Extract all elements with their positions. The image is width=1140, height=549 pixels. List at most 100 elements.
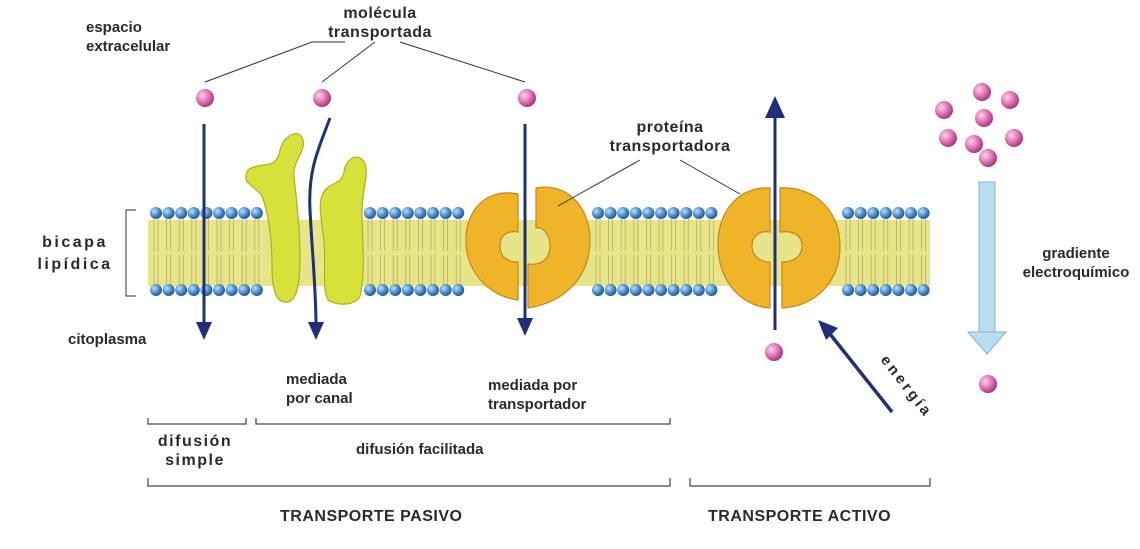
carrier-protein-1-left xyxy=(465,192,519,301)
lipid-head xyxy=(879,284,892,296)
channel-protein xyxy=(245,133,367,305)
lipid-head xyxy=(705,284,718,296)
lipid-head xyxy=(401,284,414,296)
lipid-head xyxy=(439,284,452,296)
lipid-head xyxy=(250,207,263,219)
molecule xyxy=(518,89,536,107)
lipid-head xyxy=(238,207,251,219)
lipid-head xyxy=(629,207,642,219)
bracket-facilitated xyxy=(255,418,671,425)
carrier-label: mediada por transportador xyxy=(488,376,586,414)
molecule-cluster xyxy=(1005,129,1023,147)
molecule-cluster xyxy=(979,149,997,167)
arrow-head xyxy=(818,320,838,340)
lipid-head xyxy=(842,284,854,296)
lipid-head xyxy=(617,284,630,296)
pointer-molecule-2 xyxy=(321,41,376,83)
carrier-protein-2-right xyxy=(779,187,841,309)
lipid-head xyxy=(917,284,930,296)
bilayer-line-1: bicapa xyxy=(42,234,108,251)
molecule xyxy=(313,89,331,107)
carrier-line-1: mediada por xyxy=(488,377,578,394)
pointer-protein-1 xyxy=(557,159,641,207)
arrow-head xyxy=(517,318,533,336)
lipid-head xyxy=(150,284,162,296)
molecules xyxy=(196,83,1023,393)
lipid-head xyxy=(414,284,427,296)
lipid-head xyxy=(452,284,465,296)
lipid-head xyxy=(376,284,389,296)
molecule xyxy=(979,375,997,393)
channel-label: mediada por canal xyxy=(286,370,353,408)
transport-arrows xyxy=(196,96,894,414)
lipid-head xyxy=(629,284,642,296)
extracellular-line-1: espacio xyxy=(86,19,142,36)
lipid-head xyxy=(905,284,917,296)
carrier-protein-2 xyxy=(717,187,841,309)
lipid-head xyxy=(389,284,402,296)
lipid-head xyxy=(238,284,251,296)
molecule-cluster xyxy=(965,135,983,153)
lipid-head xyxy=(389,207,402,219)
molecule-line-1: molécula xyxy=(343,5,417,22)
lipid-head xyxy=(401,207,414,219)
channel-line-2: por canal xyxy=(286,390,353,407)
arrow-channel xyxy=(308,117,332,327)
lipid-head xyxy=(187,207,200,219)
molecule xyxy=(765,343,783,361)
protein-label: proteína transportadora xyxy=(590,118,750,156)
lipid-head xyxy=(892,207,905,219)
protein-line-2: transportadora xyxy=(609,138,731,155)
lipid-head xyxy=(692,284,705,296)
pointer-molecule-1 xyxy=(204,41,345,83)
simple-diffusion-label: difusión simple xyxy=(140,432,250,470)
bilayer-label: bicapa lipídica xyxy=(30,232,120,276)
lipid-head xyxy=(617,207,630,219)
lipid-head xyxy=(867,207,880,219)
lipid-heads xyxy=(150,207,930,296)
carrier-protein-1-right xyxy=(527,186,591,309)
lipid-head xyxy=(667,284,680,296)
lipid-head xyxy=(364,284,376,296)
simple-line-1: difusión xyxy=(157,433,233,450)
lipid-head xyxy=(655,207,667,219)
lipid-head xyxy=(917,207,930,219)
lipid-head xyxy=(364,207,376,219)
gradient-arrow xyxy=(966,181,1008,355)
lipid-head xyxy=(187,284,200,296)
carrier-line-2: transportador xyxy=(488,396,587,413)
lipid-tail-lines xyxy=(153,219,926,285)
molecule-cluster xyxy=(935,101,953,119)
bracket-active xyxy=(689,478,931,487)
lipid-head xyxy=(592,207,604,219)
lipid-head xyxy=(250,284,263,296)
pointer-lines xyxy=(204,41,741,207)
brackets xyxy=(147,418,931,487)
molecule-cluster xyxy=(973,83,991,101)
lipid-head xyxy=(427,284,439,296)
lipid-head xyxy=(879,207,892,219)
molecule-cluster xyxy=(975,109,993,127)
lipid-head xyxy=(452,207,465,219)
gradient-arrow-shaft xyxy=(978,181,996,335)
carrier-protein-1 xyxy=(465,186,591,309)
lipid-head xyxy=(655,284,667,296)
gradient-line-2: electroquímico xyxy=(1022,264,1130,281)
lipid-head xyxy=(680,207,693,219)
lipid-head xyxy=(414,207,427,219)
lipid-head xyxy=(854,207,867,219)
molecule-cluster xyxy=(939,129,957,147)
carrier-protein-2-left xyxy=(717,187,771,309)
gradient-line-1: gradiente xyxy=(1042,245,1110,262)
lipid-head xyxy=(905,207,917,219)
molecule-cluster xyxy=(1001,91,1019,109)
arrow-head xyxy=(196,322,212,340)
lipid-head xyxy=(175,207,188,219)
molecule xyxy=(196,89,214,107)
arrow-head xyxy=(308,322,324,340)
arrow-energy xyxy=(828,332,894,414)
lipid-head xyxy=(376,207,389,219)
arrow-head xyxy=(765,96,785,118)
